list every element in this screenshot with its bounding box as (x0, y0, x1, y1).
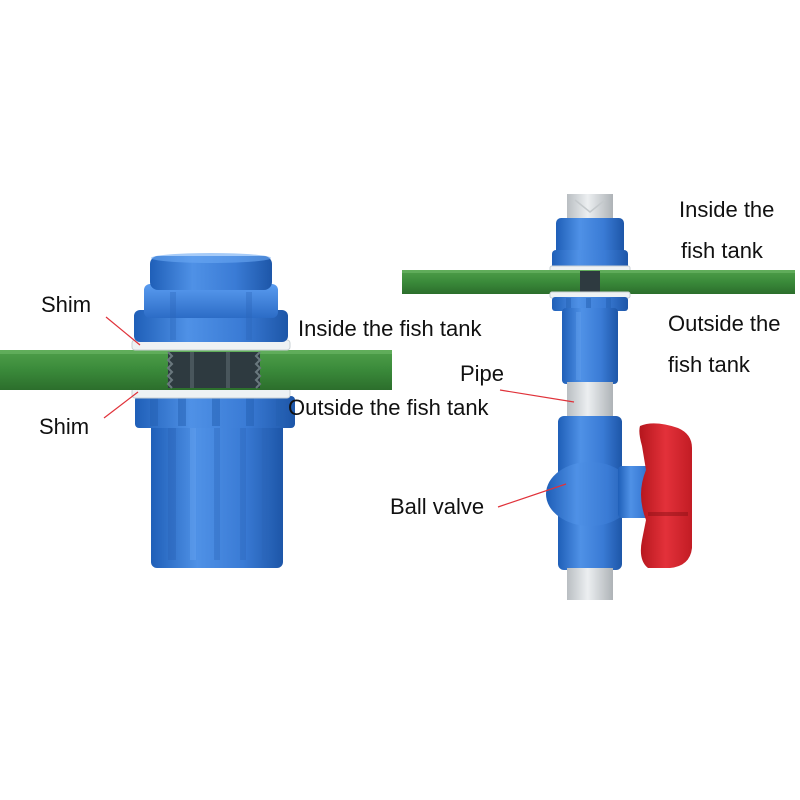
right-assembly (402, 194, 795, 600)
leader-line-ball-valve (497, 483, 567, 508)
label-inside-fish-tank-left: Inside the fish tank (298, 316, 482, 341)
valve-handle (639, 423, 692, 568)
label-shim-bottom: Shim (39, 414, 90, 439)
label-outside-fish-tank-right-line2: fish tank (668, 352, 750, 377)
label-shim-top: Shim (41, 292, 92, 317)
right-pipe-bottom (567, 568, 613, 600)
label-outside-fish-tank-right-line1: Outside the (668, 311, 781, 336)
label-ball-valve: Ball valve (390, 494, 485, 519)
leader-line-shim-top (105, 316, 141, 346)
left-upper-body (134, 253, 288, 342)
label-outside-fish-tank-left: Outside the fish tank (288, 395, 489, 420)
left-assembly (0, 253, 392, 568)
label-inside-fish-tank-right-line2: fish tank (681, 238, 763, 263)
right-pipe-middle (567, 382, 613, 420)
leader-line-pipe (499, 389, 575, 403)
left-lower-body (135, 396, 295, 568)
label-pipe: Pipe (460, 361, 505, 386)
left-tank-wall (0, 350, 392, 390)
ball-valve (546, 416, 692, 570)
right-tank-wall (402, 270, 795, 294)
leader-line-shim-bottom (103, 391, 139, 419)
label-inside-fish-tank-right-line1: Inside the (679, 197, 775, 222)
